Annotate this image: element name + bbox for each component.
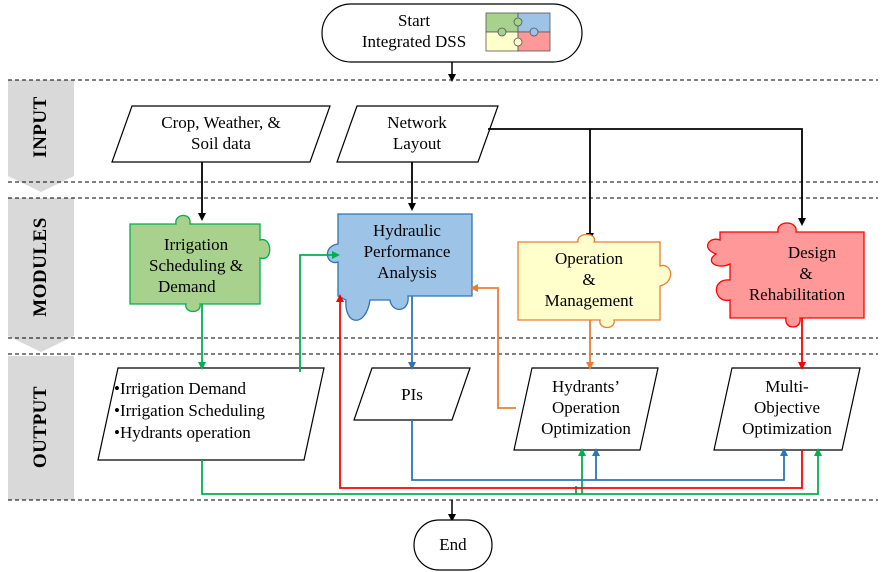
end-label: End [439, 535, 467, 554]
blue-to-multi-arrow [596, 448, 788, 481]
operation-line2: & [582, 270, 596, 289]
crop-input-label: Crop, Weather, & Soil data [118, 112, 324, 154]
network-line2: Layout [392, 134, 442, 153]
operation-management-module [517, 233, 672, 329]
multi-line3: Optimization [742, 419, 832, 438]
design-module-label: Design & Rehabilitation [730, 242, 864, 305]
hydrants-feedback-connector [470, 284, 516, 409]
design-line2: & [799, 264, 813, 283]
operation-line3: Management [544, 291, 634, 310]
start-line1: Start [397, 11, 431, 30]
multi-line1: Multi- [765, 377, 809, 396]
hydraulic-line1: Hydraulic [373, 221, 441, 240]
design-line1: Design [787, 243, 837, 262]
irrigation-feedback-connector [299, 251, 340, 372]
operation-line1: Operation [555, 249, 623, 268]
crop-line1: Crop, Weather, & [161, 113, 281, 132]
start-line2: Integrated DSS [361, 32, 467, 51]
modules-band [8, 198, 74, 352]
crop-line2: Soil data [191, 134, 251, 153]
puzzle-logo-icon [485, 12, 551, 52]
output-item-hydrants-operation: •Hydrants operation [114, 423, 251, 442]
irrigation-output-box [97, 367, 325, 461]
pis-output-box [353, 367, 471, 421]
output-item-irrigation-demand: •Irrigation Demand [114, 379, 246, 398]
hydrants-line2: Operation [552, 398, 620, 417]
hydraulic-line3: Analysis [377, 263, 437, 282]
irrigation-line1: Irrigation [163, 235, 229, 254]
output-item-irrigation-scheduling: •Irrigation Scheduling [114, 401, 265, 420]
output-band [8, 356, 74, 500]
section-label-input: INPUT [30, 96, 51, 158]
design-rehabilitation-module [706, 222, 865, 328]
input-connectors [198, 128, 806, 241]
network-line1: Network [387, 113, 447, 132]
input-band [8, 80, 74, 192]
hydrants-line3: Optimization [541, 419, 631, 438]
green-bottom-connector [201, 460, 577, 495]
start-label: Start Integrated DSS [342, 10, 486, 52]
irrigation-module-label: Irrigation Scheduling & Demand [134, 234, 258, 297]
network-input-label: Network Layout [350, 112, 484, 154]
section-dividers [8, 79, 878, 501]
network-layout-input [336, 105, 499, 163]
end-terminal [413, 519, 493, 571]
multi-line2: Objective [753, 398, 821, 417]
design-line3: Rehabilitation [748, 285, 846, 304]
pis-label: PIs [401, 385, 423, 404]
irrigation-line3: Demand [158, 277, 216, 296]
hydraulic-line2: Performance [363, 242, 451, 261]
blue-bottom-connector [411, 420, 596, 481]
multi-objective-output-box [713, 367, 861, 451]
hydraulic-performance-module [326, 213, 473, 321]
hydrants-line1: Hydrants’ [552, 377, 620, 396]
green-to-multi-arrow [576, 448, 822, 495]
section-label-output: OUTPUT [30, 385, 51, 469]
irrigation-line2: Scheduling & [149, 256, 243, 275]
hydrants-optimization-output-box [513, 367, 659, 451]
multi-output-label: Multi- Objective Optimization [724, 376, 850, 439]
red-feedback-connector [336, 294, 803, 489]
irrigation-scheduling-module [129, 214, 271, 313]
irrigation-output-list: •Irrigation Demand •Irrigation Schedulin… [114, 378, 265, 444]
hydraulic-module-label: Hydraulic Performance Analysis [344, 220, 470, 283]
crop-weather-soil-input [111, 105, 331, 163]
section-label-modules: MODULES [30, 217, 51, 317]
operation-module-label: Operation & Management [520, 248, 658, 311]
hydrants-output-label: Hydrants’ Operation Optimization [524, 376, 648, 439]
